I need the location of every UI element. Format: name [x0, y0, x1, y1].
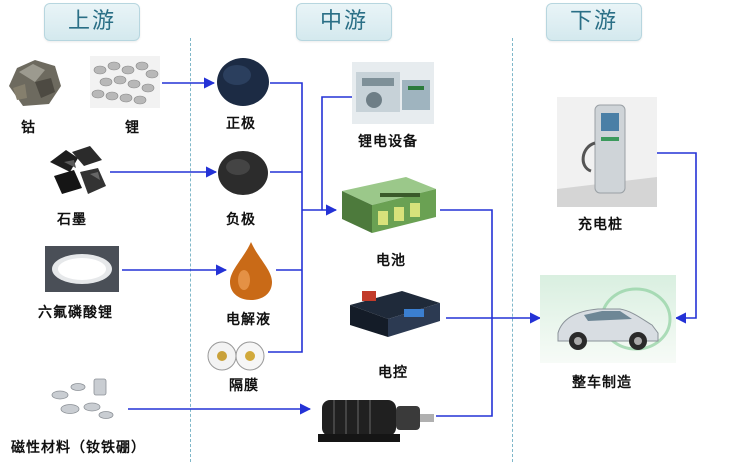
electrolyte-drop-image: [226, 240, 276, 302]
label-anode: 负极: [226, 209, 256, 229]
label-battery: 电池: [376, 250, 406, 270]
label-charging-pile: 充电桩: [578, 214, 623, 234]
label-cobalt: 钴: [21, 117, 36, 137]
cathode-powder-image: [215, 55, 271, 107]
label-electrolyte: 电解液: [226, 309, 271, 329]
charging-pile-image: [557, 97, 657, 207]
label-vehicle: 整车制造: [572, 372, 632, 392]
vehicle-image: [540, 275, 676, 363]
label-equipment: 锂电设备: [358, 131, 418, 151]
magnet-image: [48, 375, 118, 425]
label-cathode: 正极: [226, 113, 256, 133]
label-graphite: 石墨: [57, 209, 87, 229]
line-cathode-collector: [268, 83, 302, 352]
controller-image: [344, 285, 446, 341]
lipf6-powder-image: [45, 246, 119, 292]
label-controller: 电控: [378, 362, 408, 382]
separator-rolls-image: [206, 338, 268, 374]
graphite-image: [44, 142, 110, 202]
label-separator: 隔膜: [229, 375, 259, 395]
label-lipf6: 六氟磷酸锂: [38, 302, 113, 322]
line-battery-right: [440, 210, 492, 318]
anode-powder-image: [216, 147, 270, 197]
label-magnet: 磁性材料（钕铁硼）: [11, 437, 146, 457]
equipment-machine-image: [352, 62, 434, 124]
lithium-pellets-image: [90, 56, 160, 108]
cobalt-ore-image: [5, 56, 63, 108]
motor-image: [312, 388, 436, 448]
battery-pack-image: [336, 175, 440, 237]
label-lithium: 锂: [125, 117, 140, 137]
